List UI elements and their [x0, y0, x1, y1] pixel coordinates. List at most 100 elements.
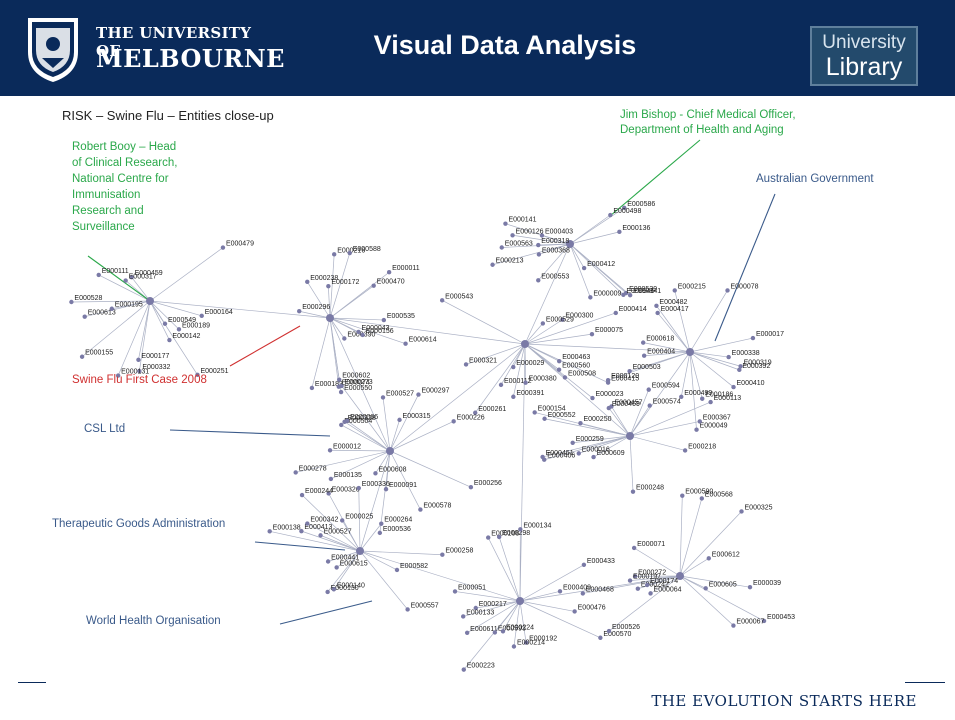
annotation-leader-line [169, 429, 331, 437]
graph-node [725, 288, 730, 293]
graph-node-label: E000029 [516, 360, 544, 367]
graph-edge [502, 600, 521, 632]
graph-edge [333, 550, 361, 590]
graph-edge [301, 494, 361, 552]
graph-edge [542, 435, 631, 458]
graph-node [499, 245, 504, 250]
graph-edge [524, 343, 609, 383]
graph-edge [149, 247, 224, 302]
graph-edge [524, 343, 631, 437]
graph-node [451, 419, 456, 424]
graph-edge [643, 342, 691, 353]
graph-node-label: E000023 [595, 391, 623, 398]
graph-node-label: E000459 [135, 270, 163, 277]
graph-node-label: E000155 [85, 350, 113, 357]
graph-edge [329, 317, 345, 339]
graph-node [96, 272, 101, 278]
graph-edge [307, 523, 361, 552]
graph-node-label: E000582 [400, 563, 428, 570]
graph-node [486, 535, 491, 540]
graph-node [334, 565, 339, 570]
graph-node [627, 292, 633, 298]
graph-node [371, 283, 376, 288]
graph-node-label: E000108 [491, 531, 519, 538]
graph-node [536, 278, 541, 283]
graph-edge [513, 600, 521, 647]
graph-edge [512, 343, 526, 397]
graph-node-label: E000278 [299, 465, 327, 472]
graph-edge [329, 317, 406, 345]
graph-node [461, 667, 466, 672]
graph-edge [608, 575, 681, 632]
graph-node [394, 567, 400, 573]
annotation-australian-government: Australian Government [756, 173, 874, 185]
graph-node [383, 486, 389, 492]
graph-hub-node [516, 597, 524, 605]
graph-edge [689, 351, 729, 358]
graph-edge [389, 450, 421, 510]
annotation-who: World Health Organisation [86, 615, 221, 627]
graph-node-label: E000250 [583, 416, 611, 423]
graph-node [338, 389, 344, 395]
graph-node [761, 618, 767, 624]
graph-hub-node [566, 240, 574, 248]
annotation-csl: CSL Ltd [84, 423, 126, 435]
graph-node [606, 405, 612, 411]
graph-edge [359, 450, 391, 552]
graph-node-label: E000614 [409, 337, 437, 344]
graph-node-label: E000197 [633, 574, 661, 581]
graph-node [739, 509, 744, 514]
graph-edge [358, 488, 361, 552]
graph-edge [149, 300, 170, 341]
graph-edge [607, 351, 691, 381]
graph-edge [329, 317, 391, 452]
graph-node [340, 518, 345, 523]
graph-node [405, 607, 410, 612]
graph-node-label: E000588 [353, 246, 381, 253]
graph-node-label: E000325 [745, 504, 773, 511]
graph-node-label: E000368 [542, 247, 570, 254]
graph-edge [519, 600, 575, 612]
graph-node-label: E000433 [587, 558, 615, 565]
graph-node [536, 252, 542, 257]
graph-node-label: E000300 [565, 313, 593, 320]
graph-node-label: E000553 [541, 273, 569, 280]
graph-edge [679, 498, 703, 577]
graph-node-label: E000410 [737, 380, 765, 387]
graph-edge [524, 323, 544, 345]
graph-node [591, 454, 596, 460]
graph-node-label: E000298 [502, 530, 530, 537]
graph-node-label: E000142 [172, 333, 200, 340]
graph-node-label: E000238 [310, 275, 338, 282]
graph-node [331, 252, 337, 257]
graph-edge [311, 317, 331, 389]
graph-edge [295, 450, 391, 473]
graph-node-label: E000113 [714, 395, 742, 402]
graph-node [635, 586, 641, 591]
graph-node [326, 491, 331, 496]
graph-edge [382, 397, 391, 452]
graph-node-label: E000075 [595, 327, 623, 334]
graph-edge [689, 351, 703, 399]
graph-node [747, 584, 753, 590]
graph-hub-node [521, 340, 529, 348]
annotation-leader-line [254, 541, 346, 551]
graph-node-label: E000463 [562, 354, 590, 361]
graph-edge [389, 343, 526, 452]
annotation-jim-bishop-line1: Jim Bishop - Chief Medical Officer, [620, 109, 796, 121]
graph-node-label: E000296 [302, 304, 330, 311]
graph-node [672, 288, 677, 293]
university-logo: THE UNIVERSITY OF MELBOURNE [22, 14, 284, 84]
graph-node-label: E000618 [646, 336, 674, 343]
graph-node [299, 528, 304, 534]
graph-node-label: E000609 [597, 450, 625, 457]
graph-node [632, 574, 638, 579]
graph-edge [299, 310, 331, 319]
graph-node [297, 309, 302, 314]
graph-edge [524, 343, 691, 353]
graph-hub-node [356, 547, 364, 555]
graph-node-label: E000590 [685, 489, 713, 496]
graph-node [731, 623, 736, 628]
graph-node-label: E000412 [587, 261, 615, 268]
graph-node [468, 485, 474, 490]
